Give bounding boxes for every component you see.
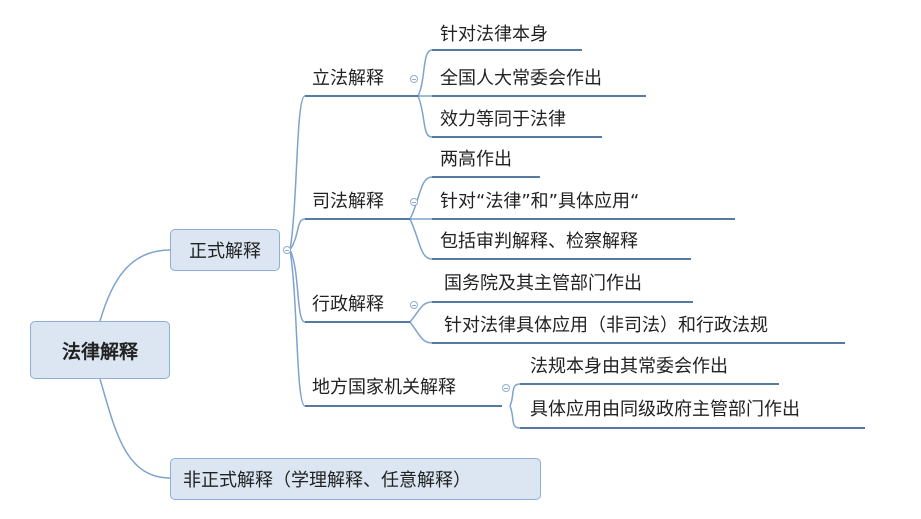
leaf-item[interactable]: 效力等同于法律 <box>440 109 566 130</box>
collapse-toggle-icon[interactable] <box>410 198 418 206</box>
branch-local[interactable]: 地方国家机关解释 <box>312 377 456 398</box>
leaf-item[interactable]: 针对法律本身 <box>440 24 548 45</box>
collapse-toggle-icon[interactable] <box>410 301 418 309</box>
link-formal-legislative <box>289 95 306 251</box>
leaf-item[interactable]: 包括审判解释、检察解释 <box>440 231 638 252</box>
collapse-toggle-icon[interactable] <box>502 384 510 392</box>
branch-administrative[interactable]: 行政解释 <box>312 294 384 315</box>
collapse-toggle-icon[interactable] <box>283 246 291 254</box>
leaf-item[interactable]: 法规本身由其常委会作出 <box>530 356 728 377</box>
leaf-item[interactable]: 国务院及其主管部门作出 <box>444 273 642 294</box>
collapse-toggle-icon[interactable] <box>410 75 418 83</box>
branch-judicial[interactable]: 司法解释 <box>312 191 384 212</box>
leaf-item[interactable]: 两高作出 <box>440 149 512 170</box>
leaf-item[interactable]: 全国人大常委会作出 <box>440 68 602 89</box>
link-formal-local <box>289 249 306 407</box>
root-node[interactable]: 法律解释 <box>30 321 170 379</box>
leaf-item[interactable]: 具体应用由同级政府主管部门作出 <box>530 399 800 420</box>
leaf-item[interactable]: 针对法律具体应用（非司法）和行政法规 <box>444 315 768 336</box>
branch-legislative[interactable]: 立法解释 <box>312 68 384 89</box>
link-formal-judicial <box>289 218 306 251</box>
link-formal-administrative <box>289 249 306 323</box>
informal-interpretation-node[interactable]: 非正式解释（学理解释、任意解释） <box>170 458 541 500</box>
link-root-formal <box>99 249 171 322</box>
formal-interpretation-node[interactable]: 正式解释 <box>170 229 280 271</box>
leaf-item[interactable]: 针对“法律”和”具体应用“ <box>440 191 640 212</box>
link-root-informal <box>99 378 171 479</box>
link-leg-1 <box>417 49 433 97</box>
